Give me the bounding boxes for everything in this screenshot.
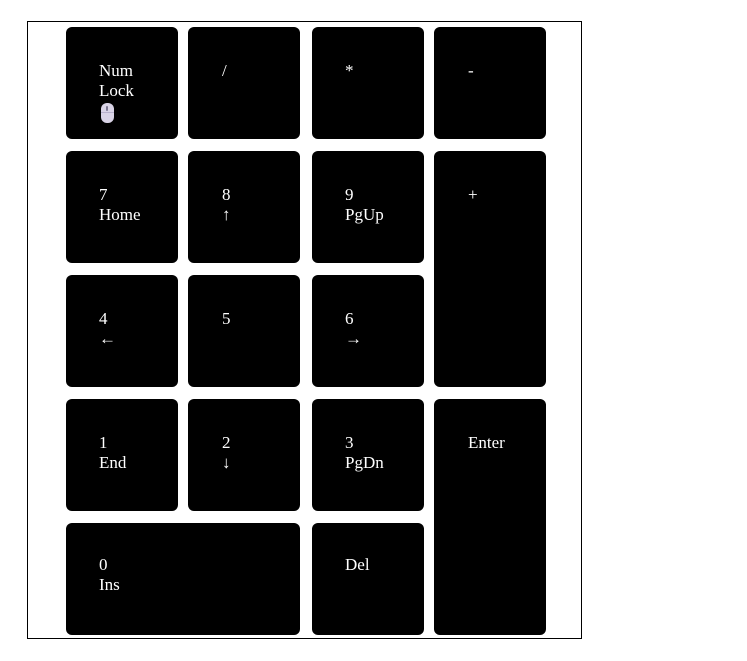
key-7-home[interactable]: 7 Home [66, 151, 178, 263]
enter-key-label: Enter [468, 433, 505, 452]
divide-key[interactable]: / [188, 27, 300, 139]
plus-key[interactable]: + [434, 151, 546, 387]
key-7-digit: 7 [99, 185, 108, 204]
enter-key[interactable]: Enter [434, 399, 546, 635]
minus-key-label: - [468, 61, 474, 80]
key-4-left[interactable]: 4 ← [66, 275, 178, 387]
minus-key[interactable]: - [434, 27, 546, 139]
up-arrow-icon: ↑ [222, 205, 231, 224]
multiply-key-label: * [345, 61, 354, 80]
key-3-pgdn[interactable]: 3 PgDn [312, 399, 424, 511]
key-2-digit: 2 [222, 433, 231, 452]
key-1-digit: 1 [99, 433, 108, 452]
key-1-end[interactable]: 1 End [66, 399, 178, 511]
key-0-alt-label: Ins [99, 575, 120, 594]
num-lock-key[interactable]: Num Lock [66, 27, 178, 139]
del-key[interactable]: Del [312, 523, 424, 635]
del-key-label: Del [345, 555, 370, 574]
key-8-up[interactable]: 8 ↑ [188, 151, 300, 263]
key-0-ins[interactable]: 0 Ins [66, 523, 300, 635]
num-lock-label-line1: Num [99, 61, 133, 80]
key-7-alt-label: Home [99, 205, 141, 224]
key-0-digit: 0 [99, 555, 108, 574]
down-arrow-icon: ↓ [222, 453, 231, 472]
key-4-digit: 4 [99, 309, 108, 328]
key-9-alt-label: PgUp [345, 205, 384, 224]
key-3-digit: 3 [345, 433, 354, 452]
key-3-alt-label: PgDn [345, 453, 384, 472]
key-5-digit: 5 [222, 309, 231, 328]
divide-key-label: / [222, 61, 227, 80]
key-8-digit: 8 [222, 185, 231, 204]
key-6-digit: 6 [345, 309, 354, 328]
key-2-down[interactable]: 2 ↓ [188, 399, 300, 511]
key-9-pgup[interactable]: 9 PgUp [312, 151, 424, 263]
plus-key-label: + [468, 185, 478, 204]
mouse-icon [101, 103, 114, 123]
right-arrow-icon: → [345, 329, 362, 348]
key-9-digit: 9 [345, 185, 354, 204]
num-lock-label-line2: Lock [99, 81, 134, 100]
left-arrow-icon: ← [99, 329, 116, 348]
multiply-key[interactable]: * [312, 27, 424, 139]
key-6-right[interactable]: 6 → [312, 275, 424, 387]
key-5[interactable]: 5 [188, 275, 300, 387]
key-1-alt-label: End [99, 453, 127, 472]
